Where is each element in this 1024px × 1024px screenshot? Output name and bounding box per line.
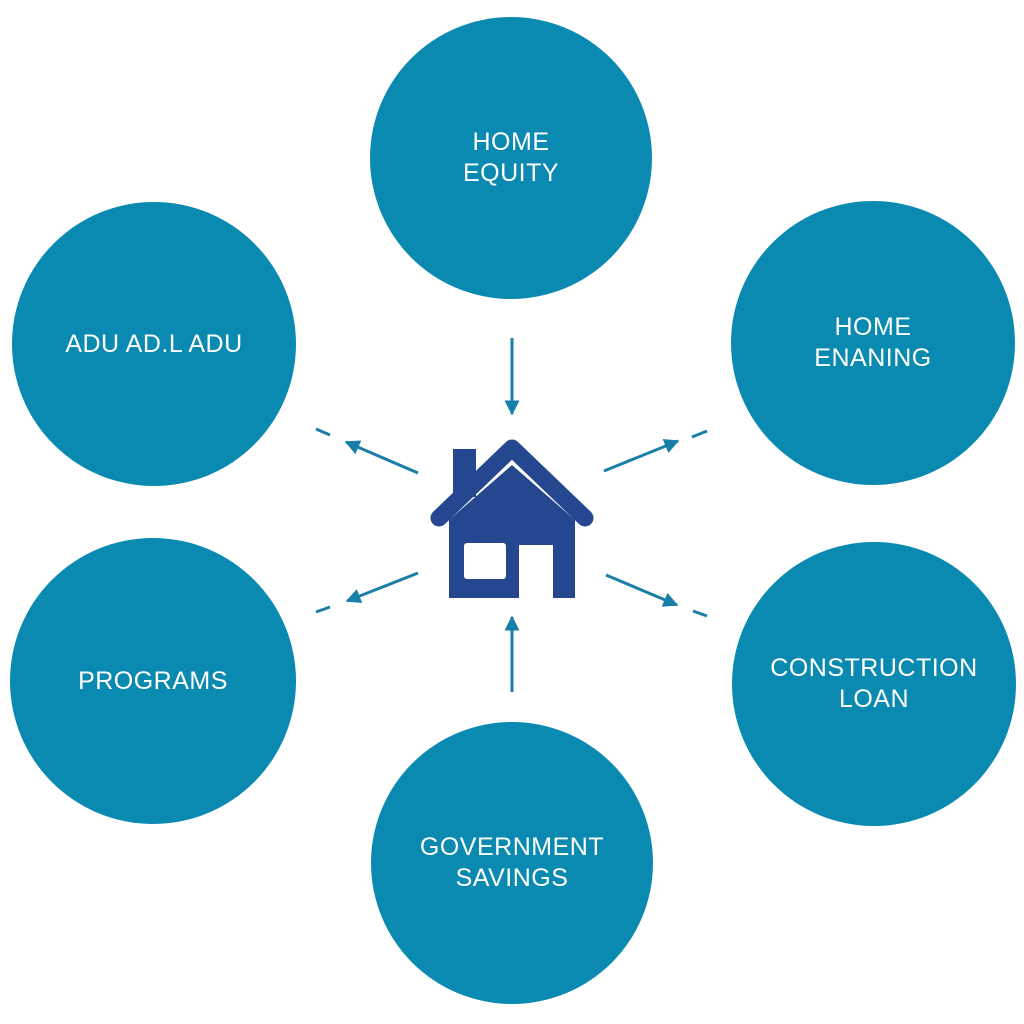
node-label-line: SAVINGS [455, 864, 569, 892]
house-icon [430, 439, 594, 598]
dash-bottom-right [692, 609, 708, 618]
node-label-line: EQUITY [462, 159, 560, 187]
dash-top-right [691, 429, 708, 439]
node-programs: PROGRAMS [10, 538, 296, 824]
arrow-to-top-left [344, 440, 419, 475]
dash-top-left [315, 427, 331, 437]
node-label-line: CONSTRUCTION [770, 654, 978, 682]
arrow-to-top-right [603, 439, 680, 473]
arrow-to-bottom-right [605, 573, 679, 607]
node-construction-loan: CONSTRUCTION LOAN [732, 542, 1016, 826]
node-label-line: ENANING [814, 344, 932, 372]
arrow-to-bottom-left [345, 571, 419, 604]
node-home-equity: HOME EQUITY [370, 17, 652, 299]
node-label-line: ADU AD.L ADU [65, 329, 243, 358]
node-label-line: GOVERNMENT [419, 833, 605, 861]
node-label-line: LOAN [838, 685, 910, 713]
node-label-line: PROGRAMS [78, 666, 228, 695]
node-label-line: HOME [472, 128, 550, 156]
node-label-line: HOME [834, 313, 912, 341]
node-government-savings: GOVERNMENT SAVINGS [371, 722, 653, 1004]
node-adu: ADU AD.L ADU [12, 202, 296, 486]
dash-bottom-left [315, 605, 331, 614]
node-home-financing: HOME ENANING [731, 201, 1015, 485]
